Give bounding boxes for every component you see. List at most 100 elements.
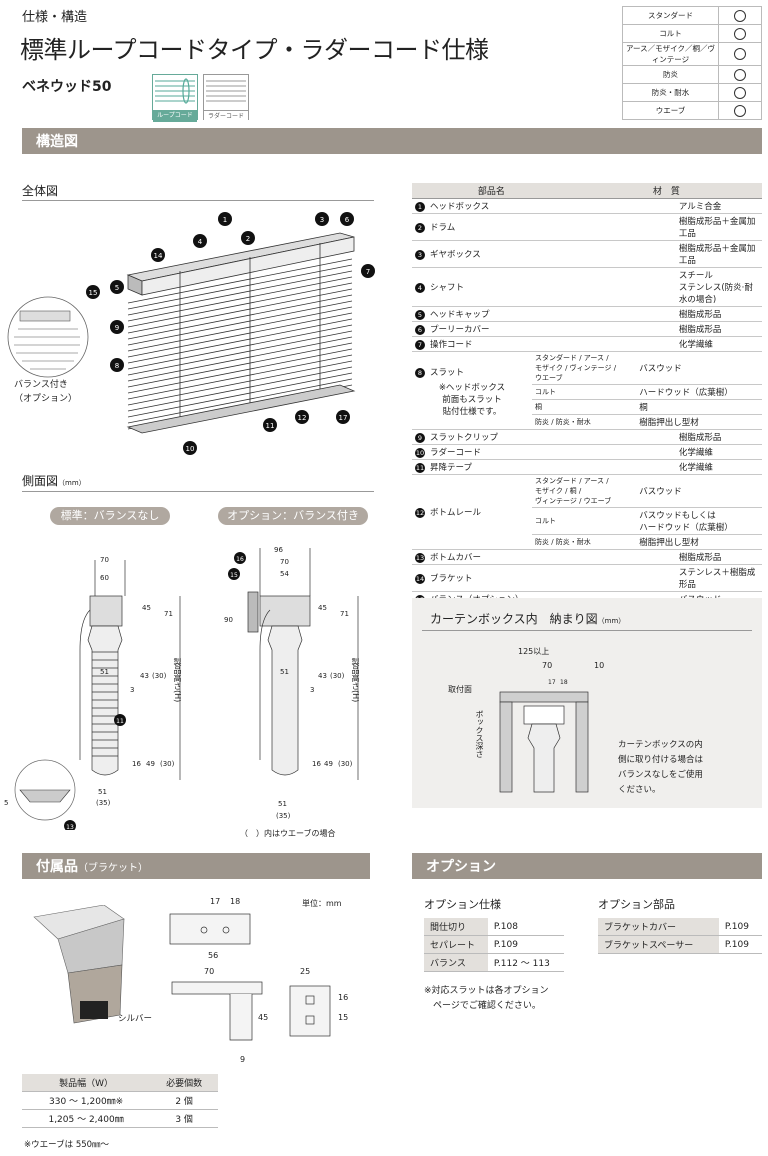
spec-row: アース／モザイク／桐／ヴィンテージ	[622, 42, 762, 66]
option-spec-page: P.109	[487, 935, 564, 954]
dim-45: 45	[142, 604, 151, 612]
callout-12: 12	[298, 414, 307, 422]
slat-note: ※ヘッドボックス 前面もスラット 貼付仕様です。	[438, 383, 506, 417]
dim-35: (35)	[96, 799, 111, 807]
part-number: 6	[415, 324, 425, 335]
height-label-std: 製品高さ(H)	[173, 658, 182, 703]
part-number: 2	[415, 222, 425, 233]
dim-71o: 71	[340, 610, 349, 618]
ladder-cord-thumb: ラダーコード	[203, 74, 249, 123]
part-material: 樹脂成形品＋金属加工品	[570, 213, 762, 241]
curtain-unit: （mm）	[597, 617, 626, 625]
callout-17: 17	[339, 414, 348, 422]
bracket-qty-header: 必要個数	[150, 1074, 218, 1092]
part-material: 化学繊維	[570, 444, 762, 460]
bottom-type: スタンダード / アース / モザイク / 桐 / ヴィンテージ / ウエーブ	[532, 474, 637, 508]
slat-line	[127, 258, 353, 304]
dim-30b: (30)	[160, 760, 175, 768]
callout-8: 8	[115, 362, 119, 370]
bkt-dim-45: 45	[258, 1013, 268, 1022]
dim-51o: 51	[280, 668, 289, 676]
slat-type: 防炎 / 防炎・耐水	[532, 414, 637, 430]
part-number: 5	[415, 309, 425, 320]
option-spec-name: 間仕切り	[424, 918, 488, 936]
bkt-dim-17: 17	[210, 897, 220, 906]
slat-line	[127, 312, 353, 358]
bottom-material: バスウッド	[636, 474, 762, 508]
callout-2: 2	[246, 235, 250, 243]
dim-30o: (30)	[330, 672, 345, 680]
tab-option-balance: オプション：バランス付き	[218, 507, 368, 525]
slat-line	[127, 276, 353, 322]
part-name: ドラム	[430, 223, 456, 233]
dim-70o: 70	[280, 558, 289, 566]
bracket-qty: 2 個	[150, 1091, 218, 1110]
callout-10: 10	[186, 445, 195, 453]
bracket-header-row: 製品幅（W）必要個数	[22, 1074, 218, 1092]
part-name: プーリーカバー	[430, 325, 490, 335]
spec-mark	[718, 65, 762, 84]
divider	[22, 200, 374, 201]
dim-3o: 3	[310, 686, 314, 694]
tab-standard-no-balance: 標準：バランスなし	[50, 507, 170, 525]
side-heading-text: 側面図	[22, 474, 59, 488]
available-circle-icon	[734, 48, 746, 60]
part-material: 樹脂成形品	[570, 549, 762, 565]
part-name: シャフト	[430, 283, 465, 293]
loop-cord-icon	[155, 78, 195, 104]
bracket-qty: 3 個	[150, 1109, 218, 1128]
slat-line	[127, 300, 353, 346]
dim-96: 96	[274, 546, 283, 554]
part-number: 7	[415, 339, 425, 350]
spec-mark	[718, 42, 762, 66]
callout-11b: 11	[116, 718, 124, 725]
slat-line	[127, 348, 353, 394]
part-name: スラットクリップ	[430, 433, 499, 443]
accessories-heading: 付属品	[36, 859, 78, 875]
slat-line	[127, 282, 353, 328]
slat-line	[127, 264, 353, 310]
callout-6: 6	[345, 216, 350, 224]
part-material: 樹脂成形品	[570, 321, 762, 337]
accessories-section-bar: 付属品（ブラケット）	[22, 853, 370, 879]
dim-43o: 43	[318, 672, 327, 680]
bracket-unit: 単位：mm	[302, 899, 342, 908]
dim-35o: (35)	[276, 812, 291, 820]
callout-3: 3	[320, 216, 324, 224]
dim-45o: 45	[318, 604, 327, 612]
part-number: 14	[415, 573, 425, 584]
spec-mark	[718, 101, 762, 120]
part-material: アルミ合金	[570, 198, 762, 214]
curtain-dim-18: 18	[560, 679, 568, 686]
dim-51b: 51	[98, 788, 107, 796]
part-name: 操作コード	[430, 340, 473, 350]
curtain-dim-17: 17	[548, 679, 556, 686]
curtain-heading: カーテンボックス内 納まり図（mm）	[430, 610, 625, 627]
slat-line	[127, 306, 353, 352]
part-number: 9	[415, 432, 425, 443]
slat-line	[127, 288, 353, 334]
part-number: 12	[415, 507, 425, 518]
callout-15b: 15	[230, 572, 238, 579]
part-name: ボトムカバー	[430, 553, 482, 563]
overall-diagram: 1 2 3 4 5 6 7 8 9 10 11 12 14 15 17	[7, 212, 375, 455]
bkt-dim-70: 70	[204, 967, 214, 976]
slat-line	[127, 318, 353, 364]
loop-cord-label: ループコード	[153, 110, 197, 122]
spec-mark	[718, 6, 762, 25]
dim-90: 90	[224, 616, 233, 624]
